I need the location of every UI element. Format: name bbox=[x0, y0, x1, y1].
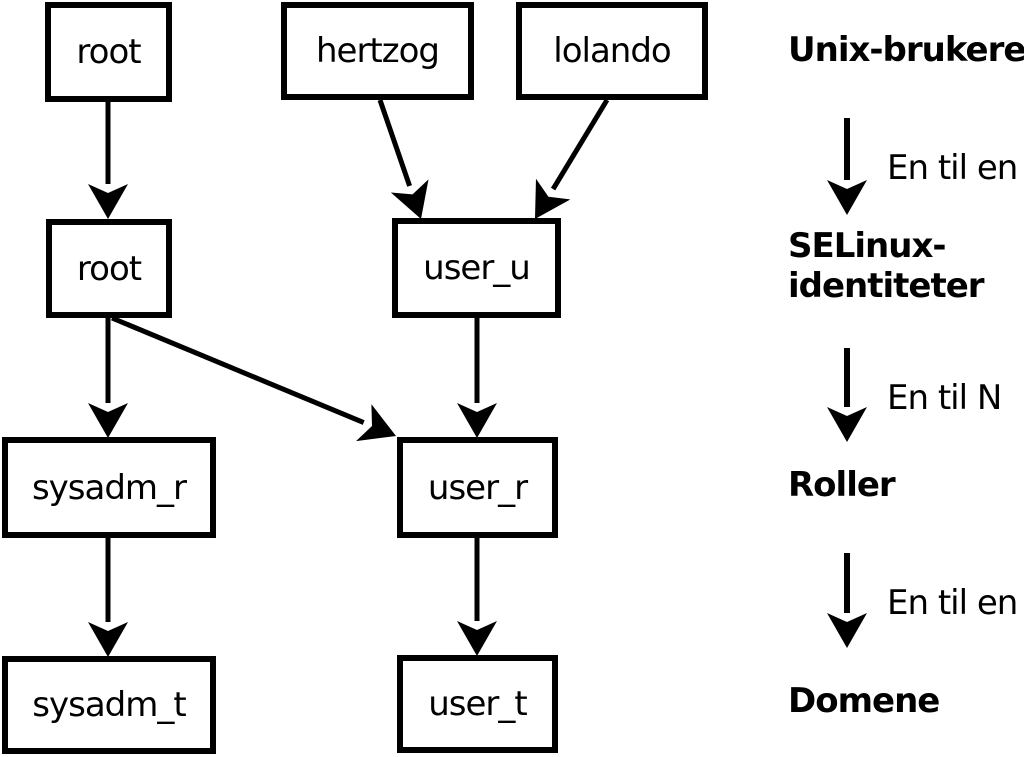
node-user-u-label: user_u bbox=[423, 248, 531, 288]
legend-selinux-identities-title: SELinux- identiteter bbox=[788, 226, 985, 306]
node-user-u: user_u bbox=[392, 218, 561, 318]
node-user-t-label: user_t bbox=[428, 684, 527, 724]
node-sysadm-r: sysadm_r bbox=[2, 437, 216, 538]
edge-lolando-to-user-u bbox=[534, 98, 610, 220]
edge-root-selinux-to-user-r bbox=[111, 315, 397, 442]
node-sysadm-t: sysadm_t bbox=[2, 656, 216, 754]
node-sysadm-t-label: sysadm_t bbox=[32, 685, 186, 725]
legend-unix-to-selinux-mapping-label: En til en bbox=[887, 148, 1018, 188]
legend-selinux-identities-title-line2: identiteter bbox=[788, 266, 985, 306]
node-sysadm-r-label: sysadm_r bbox=[31, 467, 187, 508]
node-user-t: user_t bbox=[397, 655, 558, 753]
node-root-selinux: root bbox=[46, 219, 172, 318]
node-hertzog: hertzog bbox=[281, 2, 474, 100]
node-hertzog-label: hertzog bbox=[315, 31, 440, 71]
node-lolando-label: lolando bbox=[553, 31, 671, 71]
node-root-selinux-label: root bbox=[76, 248, 142, 289]
legend-selinux-to-roles-mapping-label: En til N bbox=[887, 378, 1002, 418]
legend-unix-users-title: Unix-brukere bbox=[788, 30, 1024, 70]
node-root-unix-label: root bbox=[76, 32, 141, 72]
node-root-unix: root bbox=[45, 2, 172, 102]
legend-selinux-identities-title-line1: SELinux- bbox=[788, 226, 946, 266]
edge-hertzog-to-user-u bbox=[377, 99, 429, 219]
node-user-r: user_r bbox=[397, 437, 558, 538]
node-user-r-label: user_r bbox=[427, 467, 528, 508]
node-lolando: lolando bbox=[516, 2, 708, 100]
legend-roles-to-domains-mapping-label: En til en bbox=[887, 583, 1018, 623]
legend-domains-title: Domene bbox=[788, 681, 940, 721]
legend-roles-title: Roller bbox=[788, 465, 896, 505]
